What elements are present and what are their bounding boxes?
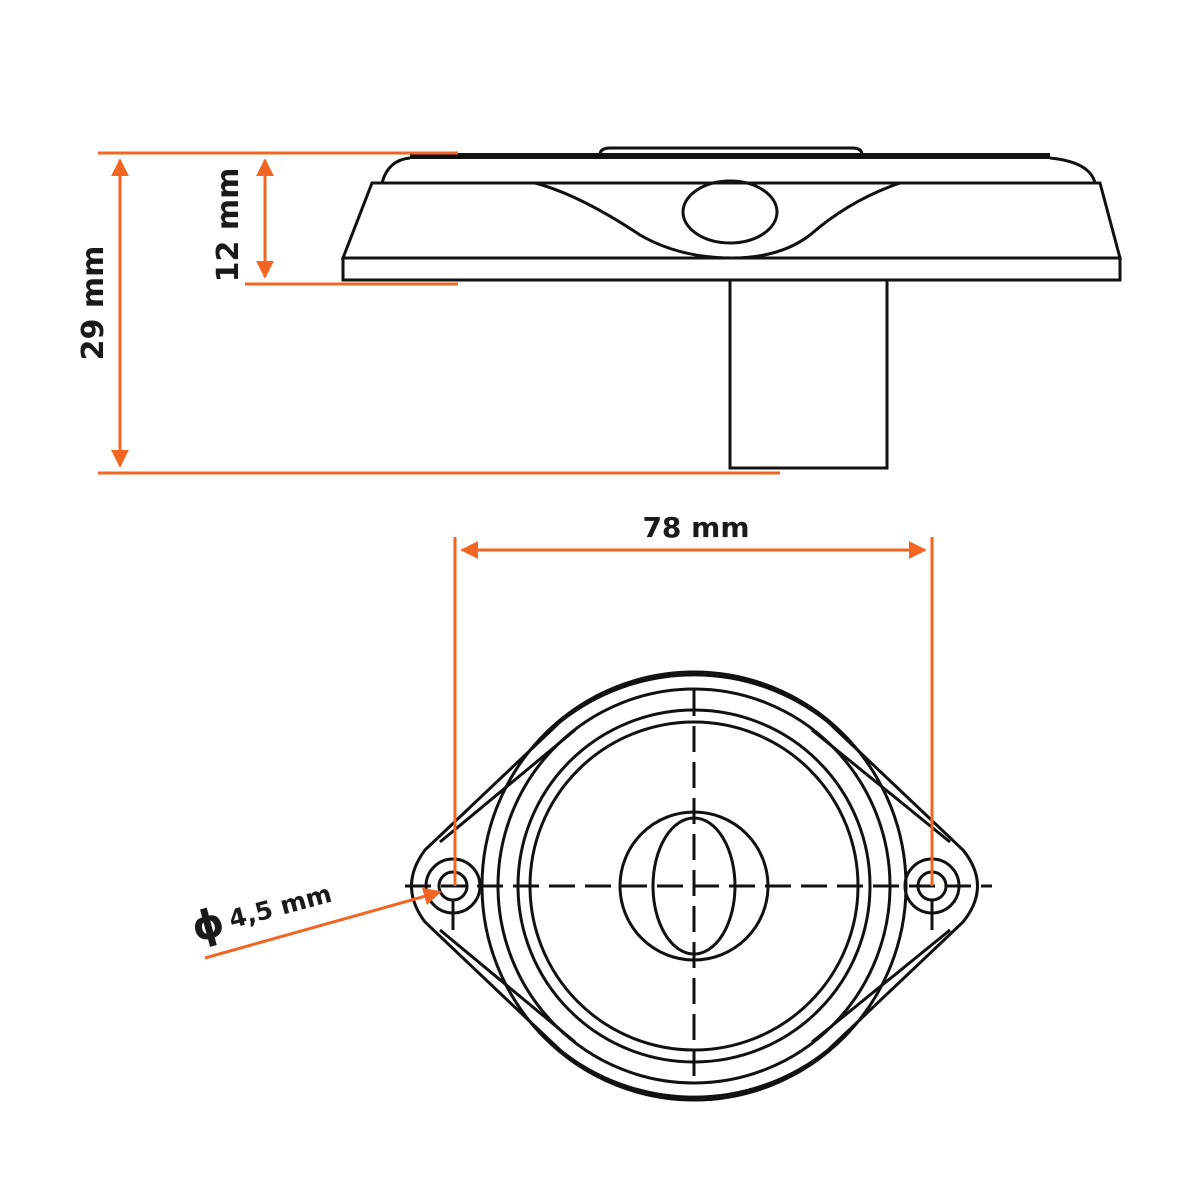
dim-hole-leader — [204, 887, 442, 960]
side-view — [340, 146, 1122, 470]
mounting-stem — [728, 280, 889, 470]
diameter-symbol: ϕ — [187, 899, 230, 952]
base-plate — [341, 256, 1122, 282]
dome-edges — [380, 156, 1097, 184]
dim-29mm-label: 29 mm — [76, 246, 111, 361]
top-bump — [598, 146, 864, 156]
dim-12mm-label: 12 mm — [211, 168, 246, 283]
top-dimensions — [204, 537, 934, 960]
lens-recess-curve — [534, 181, 901, 260]
side-lens — [681, 179, 779, 245]
top-view — [405, 670, 992, 1102]
side-dimensions — [98, 151, 780, 475]
dim-78mm-label: 78 mm — [642, 511, 749, 544]
body-trapezoid — [340, 181, 1122, 260]
